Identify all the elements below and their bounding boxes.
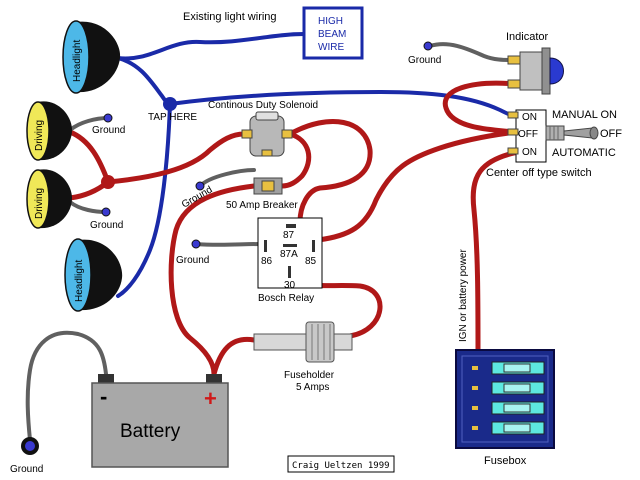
breaker bbox=[253, 177, 283, 195]
battery-label: Battery bbox=[120, 421, 181, 442]
fuse-row-3 bbox=[472, 401, 545, 415]
ground-indicator: Ground bbox=[408, 41, 441, 66]
headlight-top: Headlight bbox=[62, 20, 121, 94]
relay-pin-85: 85 bbox=[305, 256, 317, 267]
fusebox bbox=[455, 349, 555, 449]
blue-wire-tap-to-switch bbox=[168, 90, 518, 118]
ground-relay: Ground bbox=[176, 239, 209, 266]
blue-wires bbox=[116, 32, 518, 298]
ground-driving-top: Ground bbox=[92, 113, 125, 136]
driving-light-bottom: Driving bbox=[26, 169, 72, 229]
relay-pin-86: 86 bbox=[261, 256, 273, 267]
battery-plus: + bbox=[204, 386, 217, 411]
driving-light-top: Driving bbox=[26, 101, 72, 161]
ground-driving-top-label: Ground bbox=[92, 125, 125, 136]
fusebox-label: Fusebox bbox=[484, 455, 527, 467]
manual-on-label: MANUAL ON bbox=[552, 109, 617, 121]
blue-wire-headlight-top-to-tap bbox=[116, 56, 172, 106]
high-beam-text-3: WIRE bbox=[318, 42, 344, 53]
credit-box: Craig Ueltzen 1999 bbox=[287, 455, 395, 473]
red-wire-solenoid-to-relay bbox=[287, 119, 373, 225]
fuseholder-label-1: Fuseholder bbox=[284, 370, 335, 381]
fuseholder bbox=[253, 321, 353, 363]
red-wire-junction-to-solenoid bbox=[105, 131, 247, 185]
high-beam-box: HIGH BEAM WIRE bbox=[302, 6, 364, 60]
red-wire-breaker-to-battery bbox=[168, 183, 257, 377]
red-wire-driving-top bbox=[67, 129, 111, 185]
red-junction bbox=[101, 175, 115, 189]
gray-wires bbox=[25, 42, 514, 442]
fuse-row-2 bbox=[472, 381, 545, 395]
red-wire-indicator-loop bbox=[442, 80, 519, 135]
off-label: OFF bbox=[600, 128, 622, 140]
gray-wire-ground-solenoid bbox=[198, 168, 256, 188]
tap-here-label: TAP HERE bbox=[148, 112, 197, 123]
ground-driving-bottom-label: Ground bbox=[90, 220, 123, 231]
breaker-label: 50 Amp Breaker bbox=[226, 200, 298, 211]
relay-pin-87: 87 bbox=[283, 230, 295, 241]
fuseholder-label-2: 5 Amps bbox=[296, 382, 329, 393]
gray-wire-ground-driving-bottom bbox=[68, 200, 108, 214]
red-wire-battery-to-fuseholder bbox=[211, 336, 257, 377]
ground-indicator-label: Ground bbox=[408, 55, 441, 66]
blue-wire-tap-to-headlight-bottom bbox=[116, 102, 172, 298]
fuse-row-1 bbox=[472, 361, 545, 375]
battery-minus: - bbox=[100, 384, 107, 409]
credit-label: Craig Ueltzen 1999 bbox=[292, 461, 390, 471]
ground-battery: Ground bbox=[10, 437, 43, 475]
bosch-relay: 87 87A 86 85 30 bbox=[257, 217, 323, 291]
headlight-top-label: Headlight bbox=[72, 40, 83, 82]
center-off-label: Center off type switch bbox=[486, 167, 592, 179]
switch-on-top: ON bbox=[522, 112, 537, 123]
headlight-bottom: Headlight bbox=[64, 238, 123, 312]
ground-relay-label: Ground bbox=[176, 255, 209, 266]
fuse-row-4 bbox=[472, 421, 545, 435]
driving-bottom-label: Driving bbox=[34, 188, 45, 219]
red-wire-solenoid-to-breaker bbox=[279, 131, 312, 189]
switch-off: OFF bbox=[518, 129, 538, 140]
switch-on-bottom: ON bbox=[522, 147, 537, 158]
gray-wire-ground-battery bbox=[25, 330, 108, 442]
toggle-switch: ON OFF ON bbox=[507, 109, 599, 163]
automatic-label: AUTOMATIC bbox=[552, 147, 616, 159]
indicator-label: Indicator bbox=[506, 31, 549, 43]
gray-wire-ground-indicator bbox=[428, 42, 514, 62]
relay-label: Bosch Relay bbox=[258, 293, 314, 304]
driving-top-label: Driving bbox=[34, 120, 45, 151]
blue-wire-high-beam bbox=[116, 32, 306, 61]
tap-point bbox=[163, 97, 177, 111]
red-wire-switch-to-fusebox bbox=[470, 149, 521, 355]
indicator-lamp bbox=[507, 47, 564, 95]
headlight-bottom-label: Headlight bbox=[74, 260, 85, 302]
existing-wiring-label: Existing light wiring bbox=[183, 11, 277, 23]
high-beam-text-1: HIGH bbox=[318, 16, 343, 27]
ground-driving-bottom: Ground bbox=[90, 207, 123, 231]
gray-wire-ground-relay bbox=[194, 242, 262, 247]
relay-pin-87a: 87A bbox=[280, 249, 298, 260]
solenoid-label: Continous Duty Solenoid bbox=[208, 100, 318, 111]
ground-battery-label: Ground bbox=[10, 464, 43, 475]
red-wire-relay87-to-switch bbox=[315, 129, 519, 243]
relay-pin-30: 30 bbox=[284, 280, 296, 291]
ground-solenoid: Ground bbox=[180, 181, 214, 211]
ign-power-label: IGN or battery power bbox=[458, 249, 469, 342]
battery: - + Battery bbox=[91, 374, 229, 468]
high-beam-text-2: BEAM bbox=[318, 29, 346, 40]
solenoid bbox=[241, 111, 293, 157]
